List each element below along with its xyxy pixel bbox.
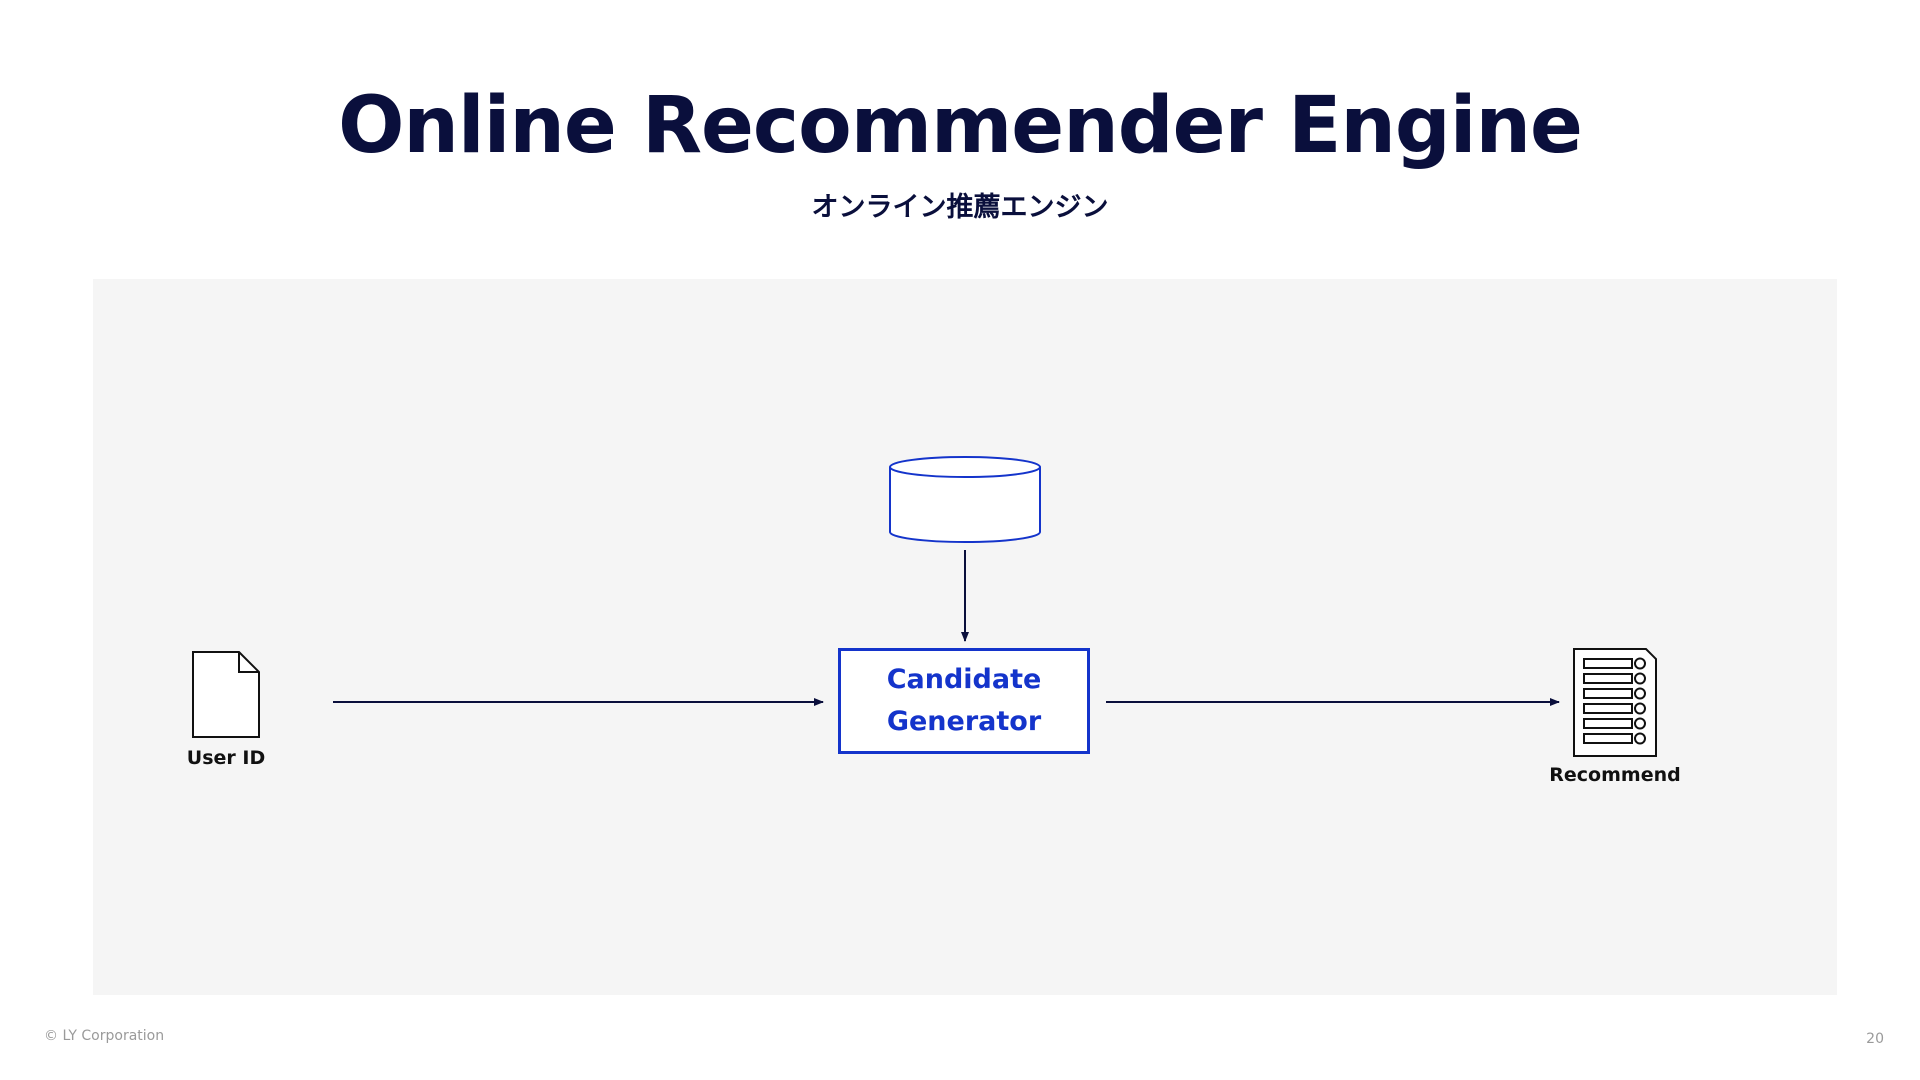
database-cylinder-icon [889,456,1041,543]
candidate-generator-label-line2: Generator [886,706,1042,737]
recommend-label: Recommend [1549,764,1681,786]
slide-subtitle: オンライン推薦エンジン [811,192,1109,223]
document-icon [192,651,260,738]
page-number: 20 [1866,1031,1884,1047]
slide-title: Online Recommender Engine [338,81,1583,171]
ranked-list-document-icon [1573,648,1657,757]
candidate-generator-label-line1: Candidate [886,664,1042,695]
copyright-footer: © LY Corporation [44,1028,165,1044]
user-id-label: User ID [186,747,266,769]
candidate-generator-box: Candidate Generator [838,648,1090,754]
